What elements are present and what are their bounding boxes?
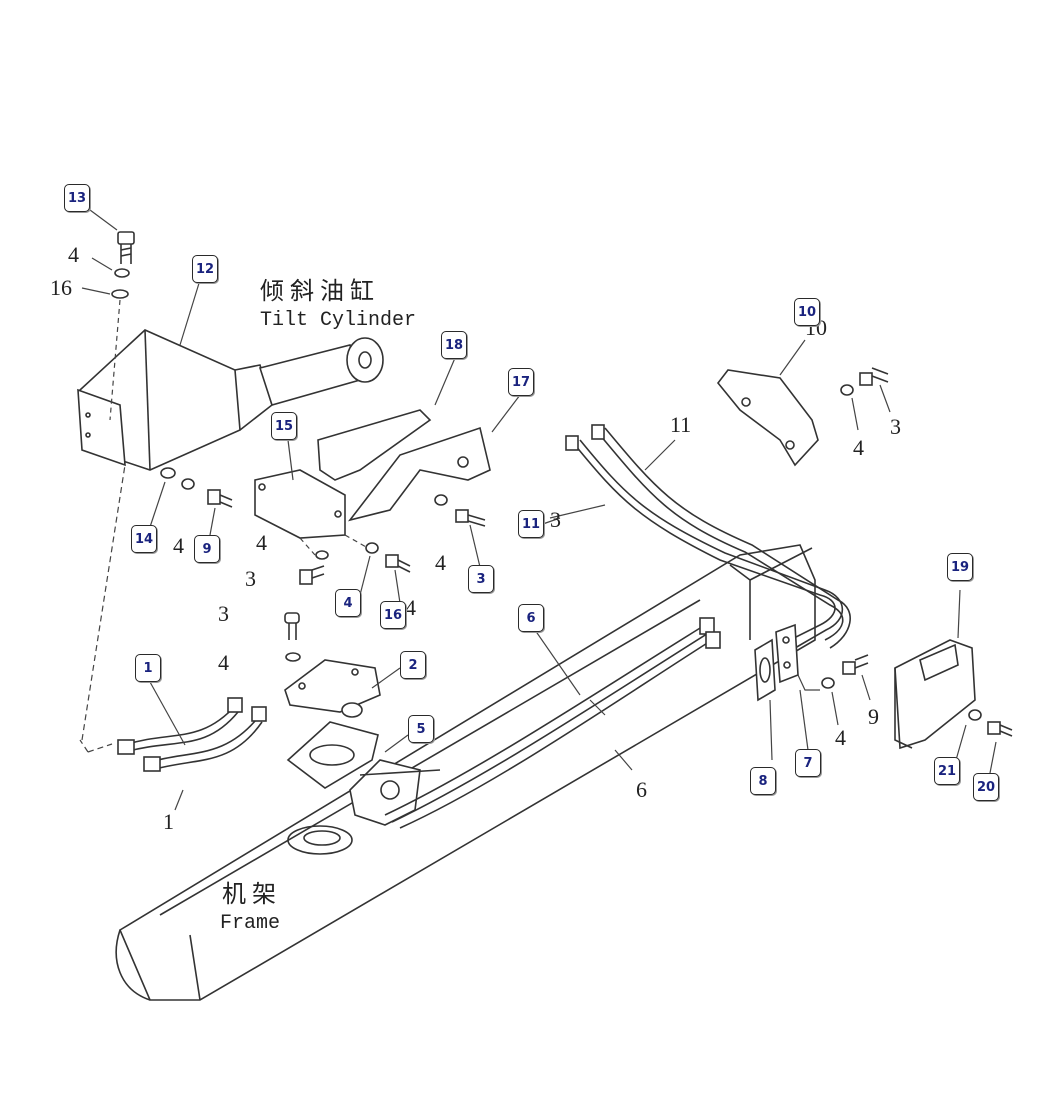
pipes-11 — [549, 424, 851, 649]
hoses-1 — [79, 464, 267, 811]
callout-7[interactable]: 7 — [795, 749, 821, 777]
printed-number: 9 — [868, 704, 879, 729]
callout-17[interactable]: 17 — [508, 368, 534, 396]
printed-number: 6 — [636, 777, 647, 802]
brackets — [254, 409, 491, 556]
printed-number: 11 — [670, 412, 691, 437]
printed-number: 4 — [435, 550, 446, 575]
callout-9[interactable]: 9 — [194, 535, 220, 563]
cover-19 — [894, 589, 1013, 750]
callout-14[interactable]: 14 — [131, 525, 157, 553]
tilt-cylinder-cn-label: 倾 斜 油 缸 — [260, 278, 374, 305]
callout-11[interactable]: 11 — [518, 510, 544, 538]
printed-number: 4 — [218, 650, 229, 675]
tilt-cylinder-assembly — [77, 329, 384, 471]
callout-20[interactable]: 20 — [973, 773, 999, 801]
printed-number: 3 — [218, 601, 229, 626]
plates-7-8 — [754, 623, 871, 761]
callout-12[interactable]: 12 — [192, 255, 218, 283]
printed-number: 4 — [405, 595, 416, 620]
callout-1[interactable]: 1 — [135, 654, 161, 682]
callout-6[interactable]: 6 — [518, 604, 544, 632]
callout-8[interactable]: 8 — [750, 767, 776, 795]
bolt-13-stack — [81, 231, 135, 421]
printed-number: 16 — [50, 275, 72, 300]
printed-number: 1 — [163, 809, 174, 834]
guard-10 — [716, 339, 891, 467]
printed-number: 3 — [550, 507, 561, 532]
callout-5[interactable]: 5 — [408, 715, 434, 743]
callout-21[interactable]: 21 — [934, 757, 960, 785]
valve-plate-and-gasket — [284, 659, 381, 789]
printed-number: 4 — [68, 242, 79, 267]
printed-number: 3 — [245, 566, 256, 591]
printed-part-numbers: 4 16 4 3 3 4 4 4 3 4 11 10 4 3 9 4 6 1 — [50, 242, 901, 834]
callout-4[interactable]: 4 — [335, 589, 361, 617]
callout-13[interactable]: 13 — [64, 184, 90, 212]
printed-number: 4 — [835, 725, 846, 750]
callout-16[interactable]: 16 — [380, 601, 406, 629]
frame-cn-label: 机 架 — [222, 881, 276, 908]
callout-18[interactable]: 18 — [441, 331, 467, 359]
callout-10[interactable]: 10 — [794, 298, 820, 326]
callout-15[interactable]: 15 — [271, 412, 297, 440]
callout-19[interactable]: 19 — [947, 553, 973, 581]
hoses-6 — [384, 617, 721, 829]
leader-lines — [89, 209, 997, 774]
callout-2[interactable]: 2 — [400, 651, 426, 679]
callout-3[interactable]: 3 — [468, 565, 494, 593]
hardware-left — [160, 467, 486, 662]
frame — [115, 544, 816, 1001]
frame-en-label: Frame — [220, 912, 280, 935]
printed-number: 4 — [173, 533, 184, 558]
printed-number: 4 — [256, 530, 267, 555]
printed-number: 4 — [853, 435, 864, 460]
tilt-cylinder-en-label: Tilt Cylinder — [260, 309, 416, 332]
printed-number: 3 — [890, 414, 901, 439]
